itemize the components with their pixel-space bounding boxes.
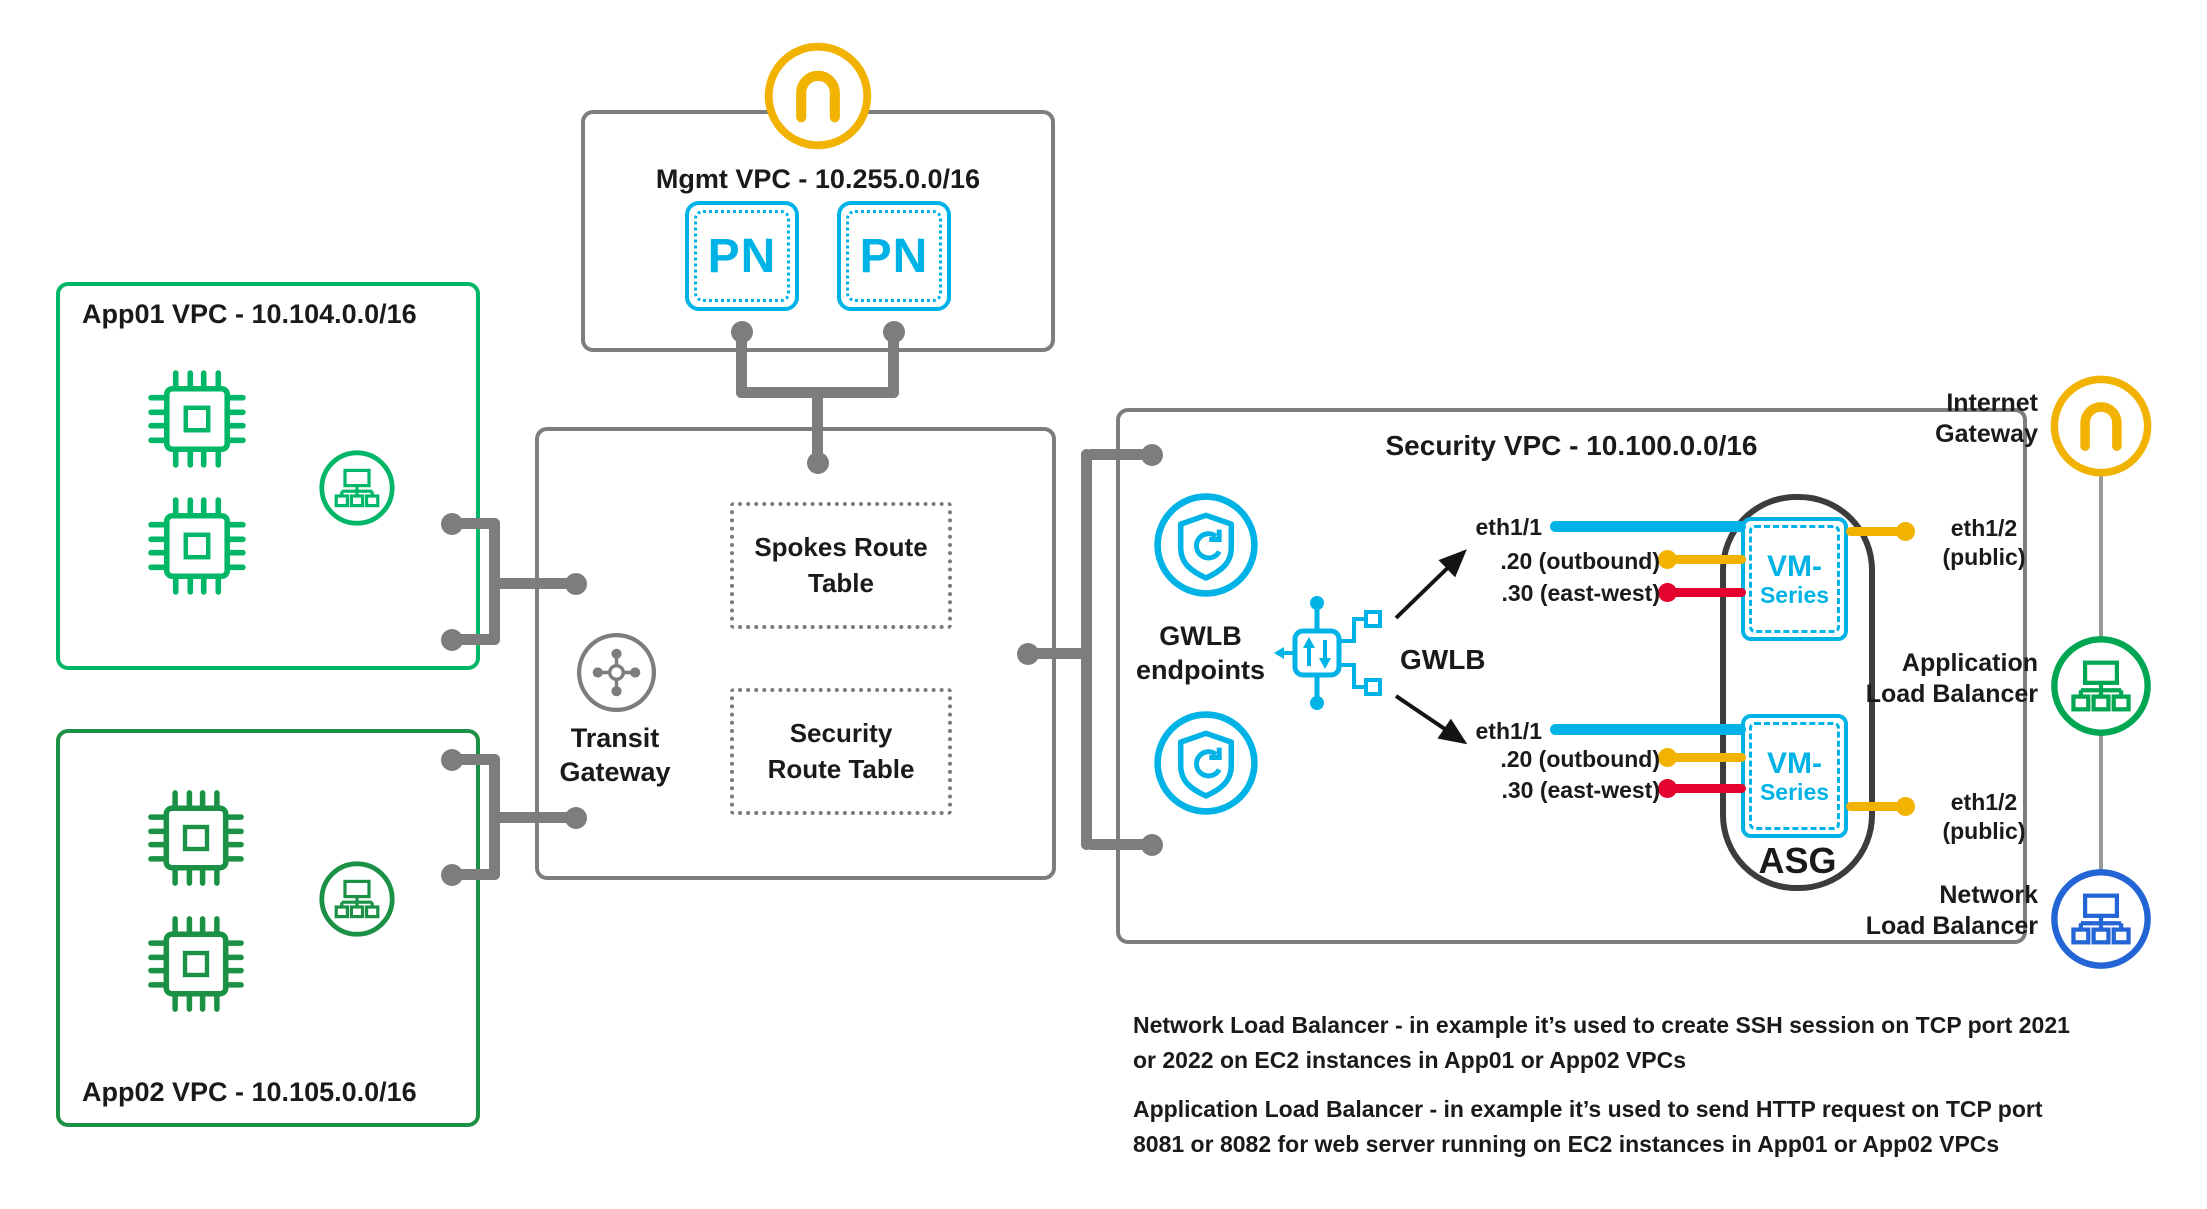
- vm2-outbound-label: .20 (outbound): [1500, 746, 1660, 772]
- vm1-eth12-dot: [1896, 522, 1915, 541]
- vm2-eastwest-dot: [1658, 779, 1677, 798]
- transit-gateway-label: Transit Gateway: [559, 723, 671, 787]
- network-load-balancer-icon: [2048, 866, 2154, 972]
- connector-segment: [1086, 449, 1156, 460]
- vm1-eth12-label: eth1/2 (public): [1942, 515, 2026, 570]
- vm1-eth11-label: eth1/1: [1475, 514, 1542, 540]
- connector-segment: [452, 518, 500, 529]
- ec2-chip-icon: [141, 783, 251, 893]
- gwlb-to-vm2-arrow: [1394, 694, 1468, 745]
- vm2-eth11-line: [1550, 724, 1746, 735]
- vm1-eth12-line: [1846, 527, 1906, 536]
- connector-segment: [1081, 449, 1092, 850]
- internet-gateway-icon: [2048, 373, 2154, 479]
- vm1-eastwest-label: .30 (east-west): [1501, 580, 1660, 606]
- vm2-eastwest-label: .30 (east-west): [1501, 777, 1660, 803]
- ec2-chip-icon: [141, 909, 251, 1019]
- ec2-chip-icon: [141, 490, 253, 602]
- vm2-outbound-dot: [1658, 748, 1677, 767]
- security-vpc-box: [1116, 408, 2027, 944]
- vm-series-firewall-1: VM- Series: [1741, 517, 1848, 641]
- mgmt-vpc-title: Mgmt VPC - 10.255.0.0/16: [655, 164, 981, 194]
- vm2-eastwest-line: [1668, 784, 1746, 793]
- vm-series-label: Series: [1759, 778, 1830, 805]
- vm1-eth11-line: [1550, 521, 1746, 532]
- connector-segment: [1028, 648, 1092, 659]
- ec2-chip-icon: [141, 363, 253, 475]
- asg-capsule: [1720, 494, 1875, 891]
- vm1-outbound-dot: [1658, 550, 1677, 569]
- app01-vpc-title: App01 VPC - 10.104.0.0/16: [82, 299, 417, 329]
- vm-series-label: VM-: [1767, 747, 1822, 781]
- connector-segment: [494, 812, 578, 823]
- application-load-balancer-icon: [2048, 633, 2154, 739]
- connector-dot: [1141, 834, 1163, 856]
- vm-series-label: Series: [1759, 581, 1830, 608]
- vm2-eth12-dot: [1896, 797, 1915, 816]
- vm1-eastwest-dot: [1658, 583, 1677, 602]
- transit-gateway-icon: [574, 630, 659, 715]
- vm2-outbound-line: [1668, 753, 1746, 762]
- app02-vpc-title: App02 VPC - 10.105.0.0/16: [82, 1077, 417, 1107]
- security-vpc-title: Security VPC - 10.100.0.0/16: [1385, 430, 1758, 461]
- subnet-network-icon: [317, 448, 397, 528]
- vm1-outbound-line: [1668, 555, 1746, 564]
- connector-dot: [807, 452, 829, 474]
- app02-vpc-box: [56, 729, 480, 1127]
- subnet-network-icon: [317, 859, 397, 939]
- app01-vpc-box: [56, 282, 480, 670]
- asg-label: ASG: [1758, 840, 1837, 881]
- vm2-eth12-label: eth1/2 (public): [1942, 789, 2026, 844]
- connector-segment: [812, 392, 823, 464]
- connector-dot: [565, 573, 587, 595]
- vm2-eth11-label: eth1/1: [1475, 718, 1542, 744]
- vm1-outbound-label: .20 (outbound): [1500, 548, 1660, 574]
- security-route-table: Security Route Table: [730, 688, 952, 815]
- vm-series-firewall-2: VM- Series: [1741, 714, 1848, 838]
- spokes-route-table: Spokes Route Table: [730, 502, 952, 629]
- vm-series-label: VM-: [1767, 550, 1822, 584]
- gwlb-endpoint-icon: [1151, 708, 1261, 818]
- network-load-balancer-label: Network Load Balancer: [1865, 881, 2038, 941]
- gwlb-to-vm1-arrow: [1394, 549, 1467, 620]
- vm2-eth12-line: [1846, 802, 1906, 811]
- private-subnet-box: PN: [837, 201, 951, 311]
- connector-dot: [565, 807, 587, 829]
- connector-segment: [494, 578, 578, 589]
- gwlb-label: GWLB: [1400, 644, 1486, 675]
- alb-footnote: Application Load Balancer - in example i…: [1133, 1096, 2043, 1157]
- private-subnet-label: PN: [859, 229, 929, 283]
- connector-segment: [1086, 839, 1156, 850]
- connector-segment: [452, 754, 500, 765]
- gateway-icon: [762, 40, 874, 152]
- private-subnet-box: PN: [685, 201, 799, 311]
- connector-segment: [736, 332, 747, 398]
- connector-segment: [452, 869, 500, 880]
- connector-dot: [1141, 444, 1163, 466]
- gwlb-endpoints-label: GWLB endpoints: [1136, 621, 1265, 685]
- internet-gateway-label: Internet Gateway: [1935, 389, 2038, 449]
- vm1-eastwest-line: [1668, 588, 1746, 597]
- application-load-balancer-label: Application Load Balancer: [1865, 649, 2038, 709]
- mgmt-vpc-box: [581, 110, 1055, 352]
- nlb-footnote: Network Load Balancer - in example it’s …: [1133, 1012, 2070, 1073]
- connector-segment: [452, 634, 500, 645]
- private-subnet-label: PN: [707, 229, 777, 283]
- gwlb-endpoint-icon: [1151, 490, 1261, 600]
- connector-segment: [888, 332, 899, 398]
- gwlb-icon: [1272, 588, 1392, 718]
